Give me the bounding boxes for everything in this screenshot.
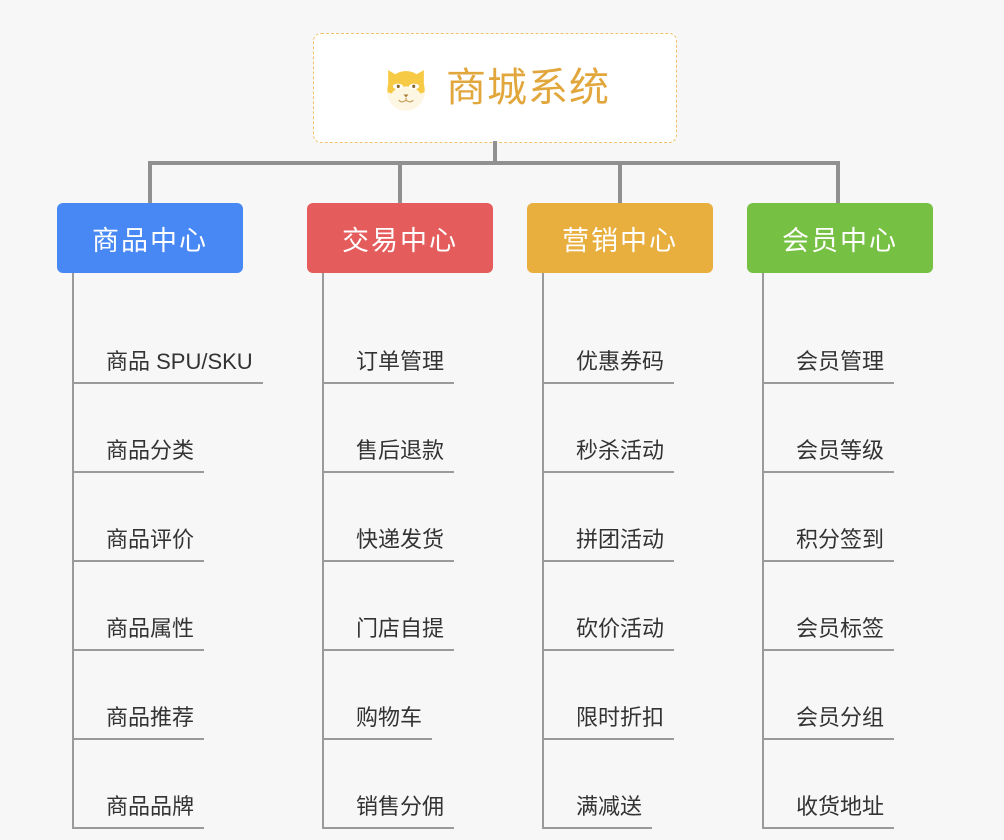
list-item[interactable]: 门店自提 [324, 562, 497, 651]
list-item[interactable]: 会员标签 [764, 562, 937, 651]
branch-marketing-center: 营销中心 优惠券码 秒杀活动 拼团活动 砍价活动 限时折扣 满减送 [527, 203, 717, 829]
list-item[interactable]: 会员等级 [764, 384, 937, 473]
leaf-list: 优惠券码 秒杀活动 拼团活动 砍价活动 限时折扣 满减送 [542, 273, 717, 829]
leaf-list: 商品 SPU/SKU 商品分类 商品评价 商品属性 商品推荐 商品品牌 [72, 273, 263, 829]
list-item[interactable]: 销售分佣 [324, 740, 497, 829]
list-item[interactable]: 优惠券码 [544, 295, 717, 384]
list-item[interactable]: 商品 SPU/SKU [74, 295, 263, 384]
list-item[interactable]: 收货地址 [764, 740, 937, 829]
list-item[interactable]: 会员管理 [764, 295, 937, 384]
branch-head-label: 会员中心 [782, 225, 898, 256]
list-item[interactable]: 商品评价 [74, 473, 247, 562]
list-item[interactable]: 秒杀活动 [544, 384, 717, 473]
leaf-label: 砍价活动 [544, 615, 675, 651]
leaf-list: 会员管理 会员等级 积分签到 会员标签 会员分组 收货地址 [762, 273, 937, 829]
list-item[interactable]: 订单管理 [324, 295, 497, 384]
list-item[interactable]: 商品推荐 [74, 651, 247, 740]
list-item[interactable]: 满减送 [544, 740, 717, 829]
leaf-label: 满减送 [544, 793, 653, 829]
list-item[interactable]: 积分签到 [764, 473, 937, 562]
list-item[interactable]: 砍价活动 [544, 562, 717, 651]
leaf-label: 商品品牌 [74, 793, 205, 829]
branch-head-label: 营销中心 [562, 225, 678, 256]
leaf-label: 积分签到 [764, 526, 895, 562]
branch-head-marketing-center[interactable]: 营销中心 [527, 203, 713, 273]
leaf-label: 拼团活动 [544, 526, 675, 562]
branch-head-label: 商品中心 [92, 225, 208, 256]
branch-member-center: 会员中心 会员管理 会员等级 积分签到 会员标签 会员分组 收货地址 [747, 203, 937, 829]
leaf-label: 会员标签 [764, 615, 895, 651]
leaf-label: 商品推荐 [74, 704, 205, 740]
leaf-label: 购物车 [324, 704, 433, 740]
leaf-label: 商品分类 [74, 437, 205, 473]
leaf-label: 售后退款 [324, 437, 455, 473]
list-item[interactable]: 商品品牌 [74, 740, 247, 829]
leaf-list: 订单管理 售后退款 快递发货 门店自提 购物车 销售分佣 [322, 273, 497, 829]
leaf-label: 会员管理 [764, 348, 895, 384]
leaf-label: 秒杀活动 [544, 437, 675, 473]
leaf-label: 门店自提 [324, 615, 455, 651]
branch-head-member-center[interactable]: 会员中心 [747, 203, 933, 273]
leaf-label: 商品评价 [74, 526, 205, 562]
leaf-label: 收货地址 [764, 793, 895, 829]
root-title: 商城系统 [446, 66, 610, 110]
branch-head-label: 交易中心 [342, 225, 458, 256]
branch-head-trade-center[interactable]: 交易中心 [307, 203, 493, 273]
leaf-label: 销售分佣 [324, 793, 455, 829]
leaf-label: 快递发货 [324, 526, 455, 562]
shiba-dog-icon [380, 62, 432, 114]
leaf-label: 商品属性 [74, 615, 205, 651]
list-item[interactable]: 商品分类 [74, 384, 247, 473]
branch-trade-center: 交易中心 订单管理 售后退款 快递发货 门店自提 购物车 销售分佣 [307, 203, 497, 829]
root-node[interactable]: 商城系统 [313, 33, 677, 143]
list-item[interactable]: 快递发货 [324, 473, 497, 562]
branch-head-product-center[interactable]: 商品中心 [57, 203, 243, 273]
list-item[interactable]: 限时折扣 [544, 651, 717, 740]
leaf-label: 商品 SPU/SKU [74, 348, 263, 384]
leaf-label: 限时折扣 [544, 704, 675, 740]
list-item[interactable]: 会员分组 [764, 651, 937, 740]
leaf-label: 订单管理 [324, 348, 455, 384]
list-item[interactable]: 售后退款 [324, 384, 497, 473]
leaf-label: 会员分组 [764, 704, 895, 740]
list-item[interactable]: 拼团活动 [544, 473, 717, 562]
leaf-label: 优惠券码 [544, 348, 675, 384]
list-item[interactable]: 购物车 [324, 651, 497, 740]
branch-product-center: 商品中心 商品 SPU/SKU 商品分类 商品评价 商品属性 商品推荐 商品品牌 [57, 203, 263, 829]
list-item[interactable]: 商品属性 [74, 562, 247, 651]
leaf-label: 会员等级 [764, 437, 895, 473]
